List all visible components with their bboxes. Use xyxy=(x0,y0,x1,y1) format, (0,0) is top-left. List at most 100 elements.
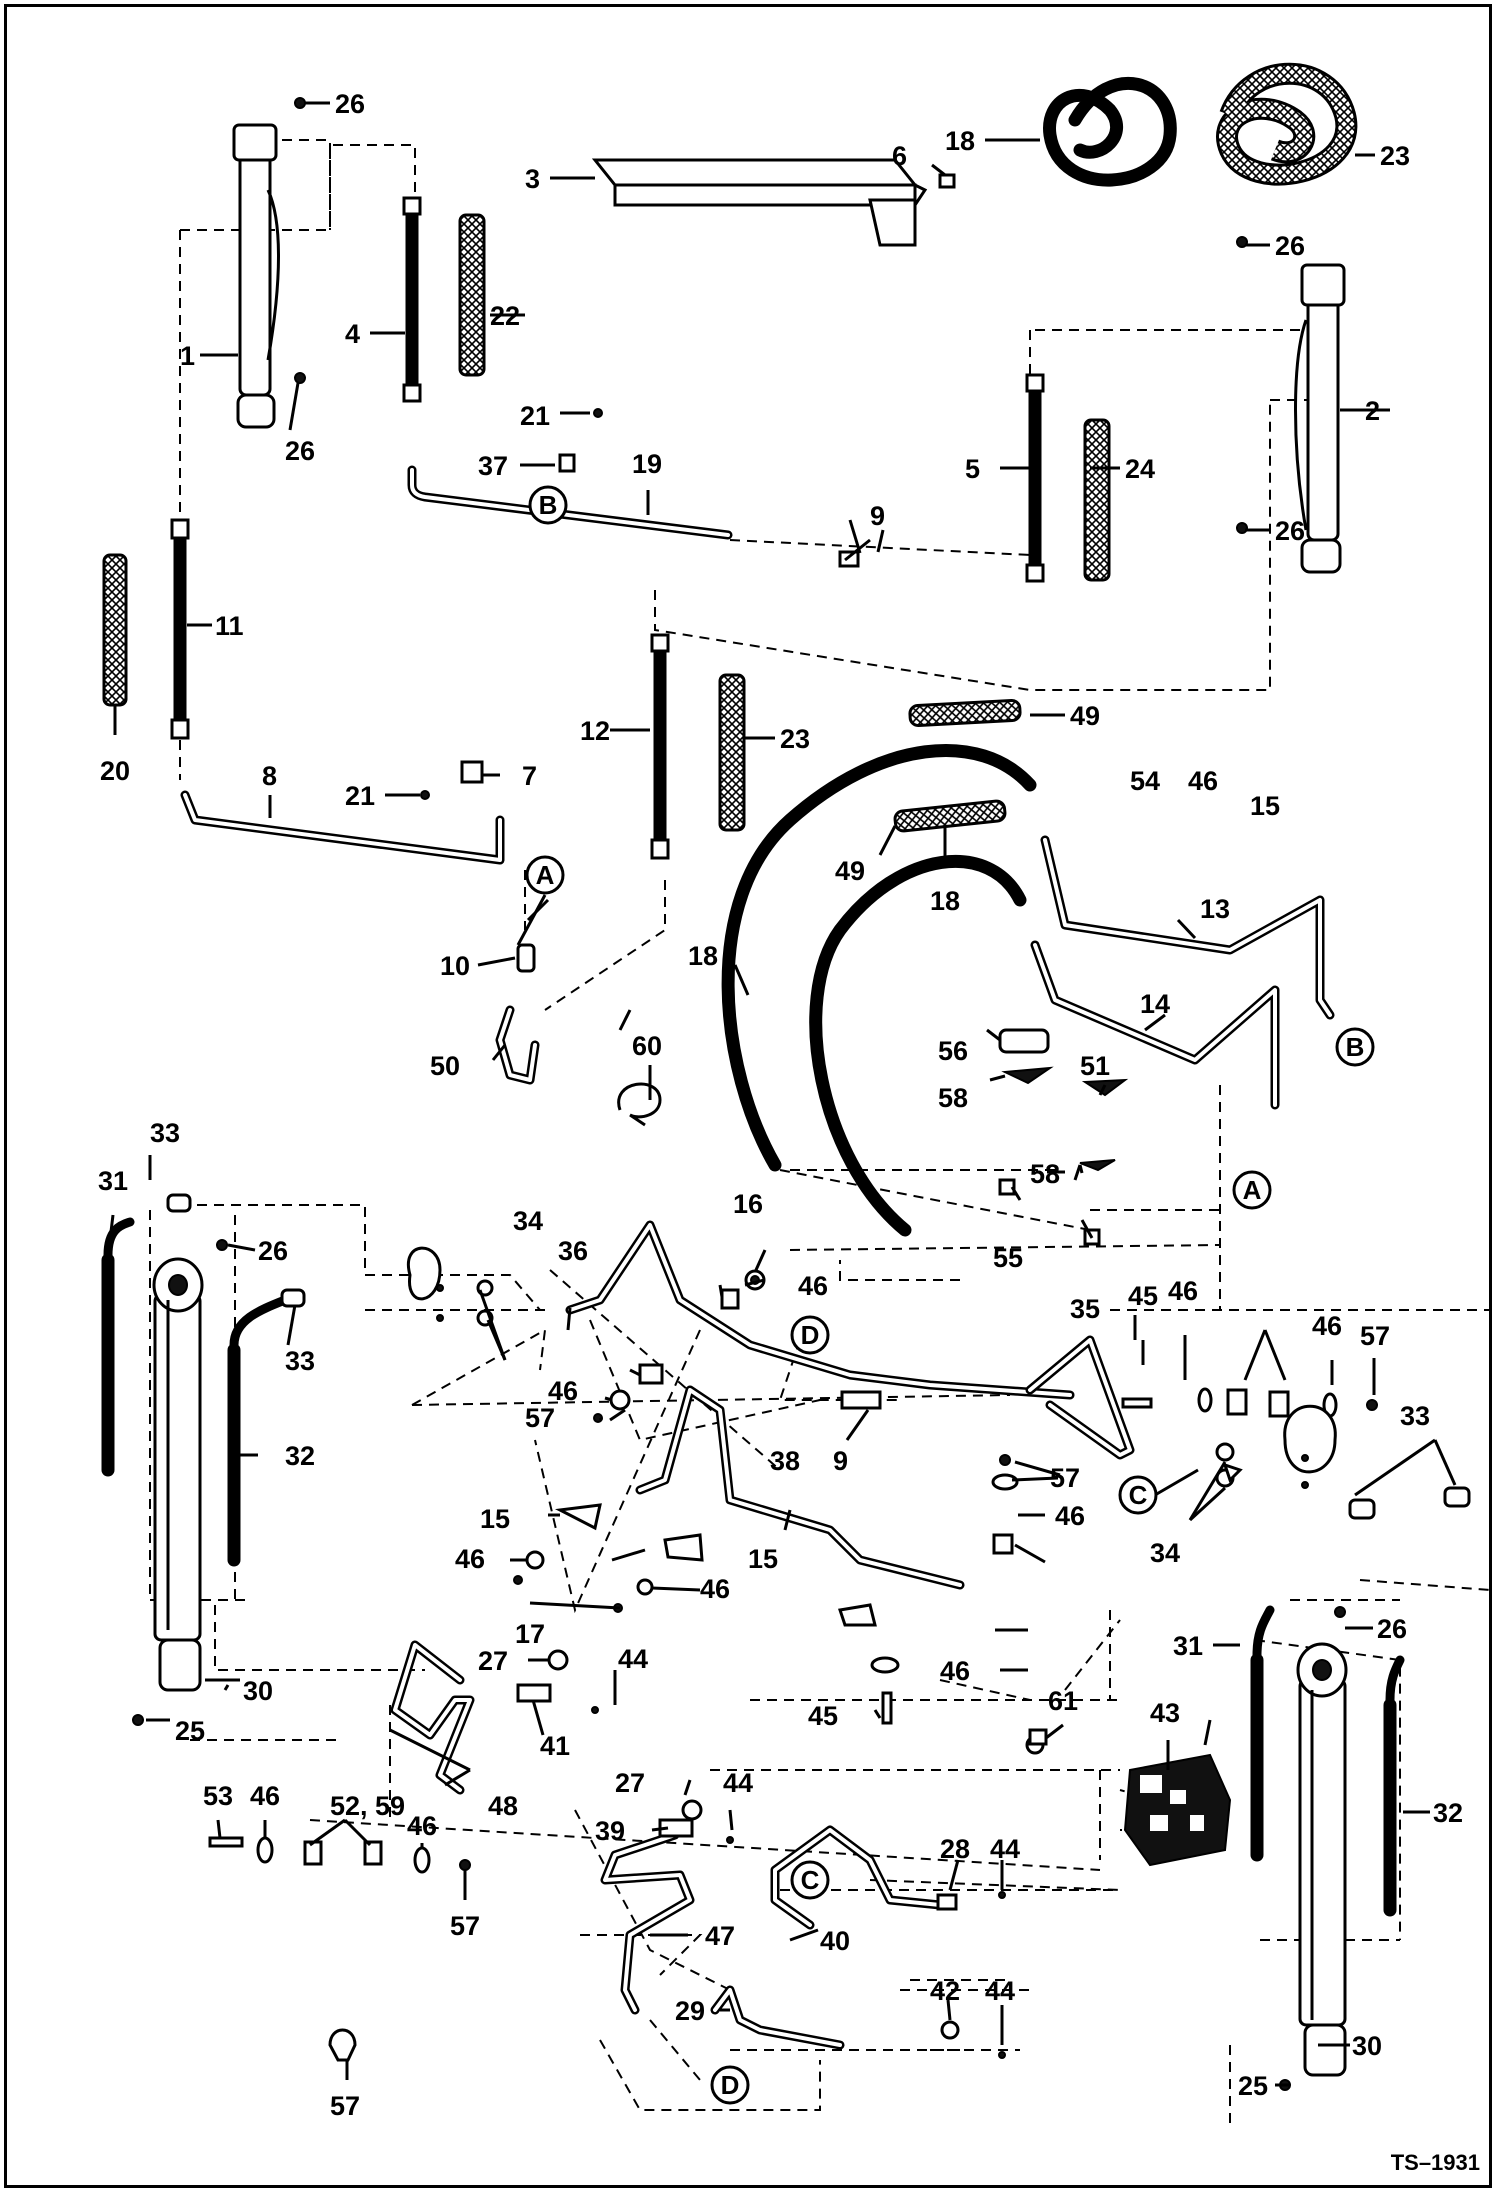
assembly-dashed-lines xyxy=(149,139,1491,2130)
sleeve-49-lower xyxy=(893,799,1007,833)
callout-2: 2 xyxy=(1365,396,1380,426)
hose-4 xyxy=(402,196,422,403)
callout-38: 38 xyxy=(770,1446,800,1476)
callout-15-lower-mid: 15 xyxy=(748,1544,778,1574)
tube-8 xyxy=(180,790,505,865)
callout-46-bottom-left-2: 46 xyxy=(407,1811,437,1841)
marker-c-lower: C xyxy=(790,1860,830,1900)
hose-31-left xyxy=(101,1217,135,1477)
callout-46-right-1: 46 xyxy=(1168,1276,1198,1306)
callout-20: 20 xyxy=(100,756,130,786)
callout-26-right: 26 xyxy=(1275,516,1305,546)
tube-14 xyxy=(1030,940,1280,1110)
callout-43: 43 xyxy=(1150,1698,1180,1728)
callout-44-lower-1: 44 xyxy=(990,1834,1020,1864)
callout-25-left: 25 xyxy=(175,1716,205,1746)
callout-49-lower: 49 xyxy=(835,856,865,886)
callout-57-right: 57 xyxy=(1360,1321,1390,1351)
callout-57-mid: 57 xyxy=(525,1403,555,1433)
svg-text:B: B xyxy=(1346,1032,1365,1062)
callout-29: 29 xyxy=(675,1996,705,2026)
callout-46-bottom-left-1: 46 xyxy=(250,1781,280,1811)
callout-44-mid: 44 xyxy=(723,1768,753,1798)
callout-46-upper-mid: 46 xyxy=(798,1271,828,1301)
callout-55: 55 xyxy=(993,1243,1023,1273)
drawing-border xyxy=(4,4,1492,2188)
callout-46-lower-mid: 46 xyxy=(700,1574,730,1604)
callout-47: 47 xyxy=(705,1921,735,1951)
callout-26-mid-left: 26 xyxy=(258,1236,288,1266)
marker-d-upper: D xyxy=(790,1315,830,1355)
callout-60-upper: 58 xyxy=(938,1083,968,1113)
callout-48: 48 xyxy=(488,1791,518,1821)
callout-30-right: 30 xyxy=(1352,2031,1382,2061)
tube-19 xyxy=(407,465,733,540)
cylinder-30-left xyxy=(152,1257,204,1692)
callout-33-right: 33 xyxy=(1400,1401,1430,1431)
hose-31-right xyxy=(1250,1605,1275,1862)
svg-text:D: D xyxy=(801,1320,820,1350)
callout-32-right: 32 xyxy=(1433,1798,1463,1828)
callout-8: 8 xyxy=(262,761,277,791)
tube-38 xyxy=(635,1385,965,1590)
marker-b-upper: B xyxy=(528,485,568,525)
callout-5: 5 xyxy=(965,454,980,484)
callout-36: 36 xyxy=(558,1236,588,1266)
callout-56: 56 xyxy=(938,1036,968,1066)
callout-7: 7 xyxy=(522,761,537,791)
valve-block-3 xyxy=(591,158,928,247)
tube-35 xyxy=(1025,1335,1135,1460)
hose-32-left xyxy=(227,1295,290,1567)
callout-23-top: 23 xyxy=(1380,141,1410,171)
callout-25-right: 25 xyxy=(1238,2071,1268,2101)
callout-1: 1 xyxy=(180,341,195,371)
callout-22: 22 xyxy=(490,301,520,331)
callout-57-bottom-left: 57 xyxy=(450,1911,480,1941)
callout-18-mid: 18 xyxy=(930,886,960,916)
hose-coil-18 xyxy=(1043,76,1177,187)
callout-17: 17 xyxy=(515,1619,545,1649)
callout-53: 53 xyxy=(203,1781,233,1811)
callout-3: 3 xyxy=(525,164,540,194)
callout-24: 24 xyxy=(1125,454,1155,484)
callout-4: 4 xyxy=(345,319,360,349)
callout-46-center: 46 xyxy=(1055,1501,1085,1531)
svg-text:A: A xyxy=(536,860,555,890)
tube-47 xyxy=(600,1830,695,2015)
callout-45-upper: 45 xyxy=(1128,1281,1158,1311)
sleeve-23 xyxy=(718,673,746,832)
tube-29 xyxy=(710,1985,845,2050)
callout-52-59: 51 xyxy=(1080,1051,1110,1081)
tube-13 xyxy=(1040,835,1335,1020)
svg-text:C: C xyxy=(1129,1480,1148,1510)
callout-46-right-2: 46 xyxy=(1312,1311,1342,1341)
hose-5 xyxy=(1025,373,1045,583)
callout-23-mid: 23 xyxy=(780,724,810,754)
cylinder-2 xyxy=(1294,263,1346,574)
callout-30-left: 30 xyxy=(243,1676,273,1706)
hose-18-outer xyxy=(721,744,1037,1172)
callout-32-left: 32 xyxy=(285,1441,315,1471)
marker-d-lower: D xyxy=(710,2065,750,2105)
svg-text:A: A xyxy=(1243,1175,1262,1205)
callout-33-mid-left: 33 xyxy=(285,1346,315,1376)
callout-33-left: 33 xyxy=(150,1118,180,1148)
callout-16: 16 xyxy=(733,1189,763,1219)
callout-46-lower: 46 xyxy=(940,1656,970,1686)
callout-14: 14 xyxy=(1140,989,1170,1019)
callout-57-center: 57 xyxy=(1050,1463,1080,1493)
callout-21-lower: 21 xyxy=(345,781,375,811)
tube-40 xyxy=(770,1825,945,1930)
callout-54: 54 xyxy=(1130,766,1160,796)
callout-labels: 26 26 1 2 26 26 3 6 18 23 4 22 21 37 19 … xyxy=(98,89,1463,2121)
callout-44-lower-2: 44 xyxy=(985,1976,1015,2006)
cylinder-1 xyxy=(232,123,280,429)
tube-48 xyxy=(390,1640,475,1795)
sleeve-22 xyxy=(458,213,486,377)
svg-text:D: D xyxy=(721,2070,740,2100)
hose-18-inner xyxy=(809,854,1027,1237)
sleeve-24 xyxy=(1083,418,1111,582)
callout-12: 12 xyxy=(580,716,610,746)
callout-6: 6 xyxy=(892,141,907,171)
